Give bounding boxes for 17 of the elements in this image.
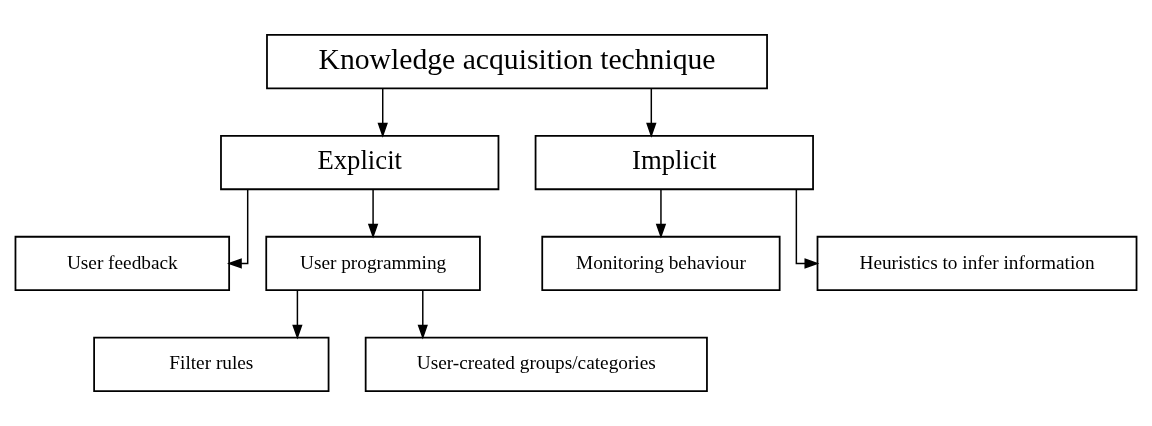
node-box: Implicit — [534, 134, 814, 191]
node-box: Heuristics to infer information — [816, 235, 1138, 292]
arrow — [795, 188, 820, 269]
node-box: Knowledge acquisition technique — [266, 34, 768, 90]
node-box: Explicit — [220, 134, 500, 191]
node-box: Monitoring behaviour — [541, 235, 781, 292]
arrow — [655, 188, 667, 239]
node-box: Filter rules — [93, 336, 330, 392]
arrow — [377, 87, 388, 138]
node-box: User programming — [265, 235, 481, 292]
node-box: User feedback — [14, 235, 231, 292]
node-box: User-created groups/categories — [364, 336, 708, 392]
arrow — [417, 289, 428, 340]
arrow — [292, 289, 303, 340]
arrow — [646, 87, 657, 138]
arrow — [367, 188, 379, 239]
arrow — [226, 188, 249, 269]
